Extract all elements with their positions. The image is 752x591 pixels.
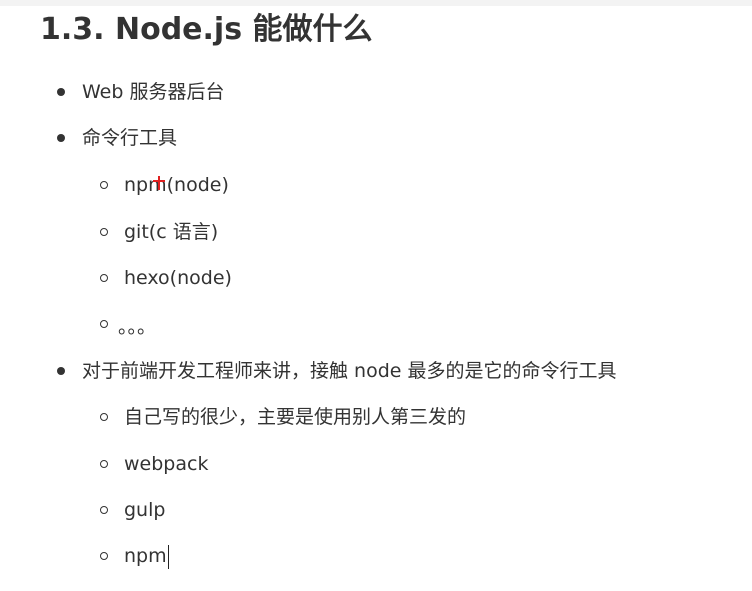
- disc-bullet-icon: [57, 367, 65, 375]
- top-bar: [0, 0, 752, 6]
- circle-bullet-icon: [100, 506, 108, 514]
- circle-bullet-icon: [100, 552, 108, 560]
- list-item: git(c 语言): [124, 221, 219, 243]
- circle-bullet-icon: [100, 181, 108, 189]
- section-heading: 1.3. Node.js 能做什么: [40, 12, 373, 47]
- circle-bullet-icon: [100, 228, 108, 236]
- crosshair-cursor-icon: [153, 176, 165, 190]
- list-item: npm(node): [124, 174, 229, 196]
- list-item: hexo(node): [124, 267, 232, 289]
- disc-bullet-icon: [57, 134, 65, 142]
- list-item: gulp: [124, 499, 166, 521]
- circle-bullet-icon: [100, 274, 108, 282]
- text-caret-icon: [167, 544, 169, 569]
- list-item[interactable]: npm: [124, 541, 169, 571]
- circle-bullet-icon: [100, 320, 108, 328]
- circle-bullet-icon: [100, 413, 108, 421]
- list-item-label: npm: [124, 545, 167, 567]
- list-item: 命令行工具: [82, 127, 178, 149]
- list-item: 。。。: [118, 316, 157, 338]
- list-item: 对于前端开发工程师来讲，接触 node 最多的是它的命令行工具: [82, 360, 617, 382]
- list-item: 自己写的很少，主要是使用别人第三发的: [124, 406, 467, 428]
- list-item: webpack: [124, 453, 209, 475]
- disc-bullet-icon: [57, 88, 65, 96]
- circle-bullet-icon: [100, 460, 108, 468]
- list-item: Web 服务器后台: [82, 81, 225, 103]
